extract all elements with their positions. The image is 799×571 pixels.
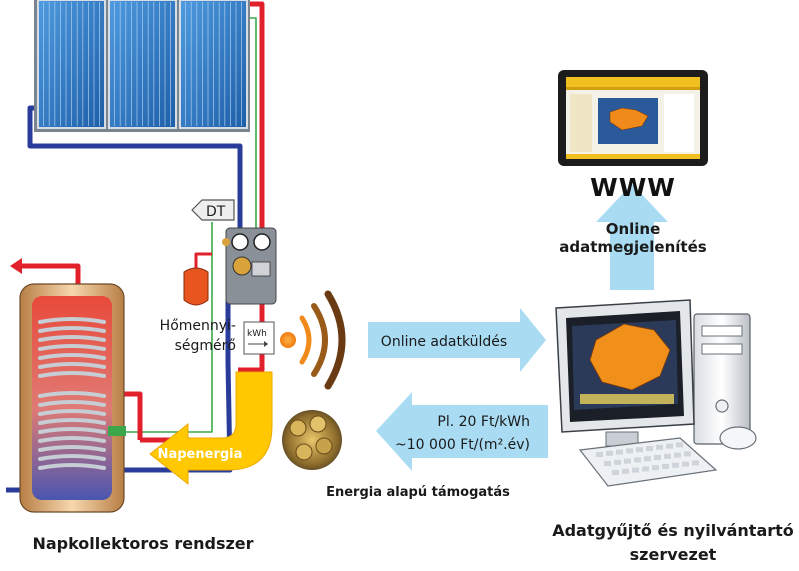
wireless-signal-icon <box>280 290 346 390</box>
dt-controller: DT <box>191 199 235 221</box>
keyboard-key <box>644 456 651 462</box>
system-title: Napkollektoros rendszer <box>32 534 253 553</box>
keyboard-key <box>634 457 641 463</box>
storage-tank-icon <box>19 283 126 513</box>
keyboard-key <box>646 446 653 451</box>
heat-exchanger-coil <box>38 454 106 461</box>
heat-exchanger-coil <box>38 362 106 369</box>
keyboard-key <box>612 470 619 475</box>
keyboard-key <box>676 442 683 448</box>
heat-exchanger-coil <box>38 344 106 351</box>
org-title-line1: Adatgyűjtő és nyilvántartó <box>552 521 794 540</box>
subsidy-line1: Pl. 20 Ft/kWh <box>437 414 530 430</box>
online-display-label-line2: adatmegjelenítés <box>559 238 706 256</box>
keyboard-key <box>604 461 611 466</box>
heat-meter-label-line2: ségmérő <box>175 338 236 354</box>
keyboard-key <box>652 465 659 471</box>
heat-exchanger-coil <box>38 436 106 443</box>
arrow-hot-out <box>10 258 22 274</box>
online-display-label-line1: Online <box>606 220 661 238</box>
energy-support-label: Energia alapú támogatás <box>326 485 510 500</box>
arrow-online-display <box>596 184 668 290</box>
keyboard-key <box>664 453 671 459</box>
heat-meter-label-line1: Hőmennyi- <box>160 318 236 334</box>
www-label: WWW <box>590 173 676 202</box>
heat-exchanger-coil <box>38 427 106 434</box>
heat-exchanger-coil <box>38 335 106 342</box>
keyboard-key <box>624 458 631 464</box>
keyboard-key <box>662 464 669 469</box>
keyboard-key <box>692 460 699 466</box>
keyboard-key <box>596 452 603 457</box>
pump-station-icon <box>222 227 277 305</box>
heat-exchanger-coil <box>38 445 106 452</box>
keyboard-key <box>626 448 633 454</box>
tablet-icon <box>558 70 708 166</box>
heat-meter-icon: kWh <box>243 321 275 355</box>
dt-label: DT <box>206 204 226 220</box>
keyboard-key <box>642 466 649 472</box>
expansion-vessel-icon <box>183 267 209 306</box>
keyboard-key <box>666 443 673 449</box>
arrow-subsidy <box>376 392 548 471</box>
heat-exchanger-coil <box>38 418 106 425</box>
keyboard-key <box>616 449 623 455</box>
computer-icon <box>555 299 757 487</box>
heat-exchanger-coil <box>38 326 106 333</box>
heat-exchanger-coil <box>38 353 106 360</box>
keyboard-key <box>674 452 681 458</box>
heat-exchanger-coil <box>38 391 106 398</box>
keyboard-key <box>622 468 629 474</box>
heat-exchanger-coil <box>38 371 106 378</box>
org-title-line2: szervezet <box>630 545 717 564</box>
heat-exchanger-coil <box>38 317 106 324</box>
online-send-label: Online adatküldés <box>381 334 507 350</box>
keyboard-key <box>682 461 689 467</box>
keyboard-key <box>654 455 661 460</box>
arrow-online-send <box>368 308 546 372</box>
keyboard-key <box>636 447 643 453</box>
kwh-label: kWh <box>247 329 267 339</box>
keyboard-key <box>656 444 663 450</box>
heat-exchanger-coil <box>38 463 106 470</box>
keyboard-key <box>684 451 691 457</box>
keyboard-key <box>632 467 639 473</box>
solar-energy-label: Napenergia <box>158 447 243 462</box>
keyboard-key <box>614 459 621 465</box>
keyboard-key <box>606 450 613 456</box>
coins-icon <box>282 410 342 470</box>
subsidy-line2: ~10 000 Ft/(m².év) <box>395 437 530 453</box>
solar-collector-icon <box>34 0 250 132</box>
heat-exchanger-coil <box>38 400 106 407</box>
heat-exchanger-coil <box>38 409 106 416</box>
keyboard-key <box>672 462 679 468</box>
solar-energy-arrow <box>149 371 273 486</box>
